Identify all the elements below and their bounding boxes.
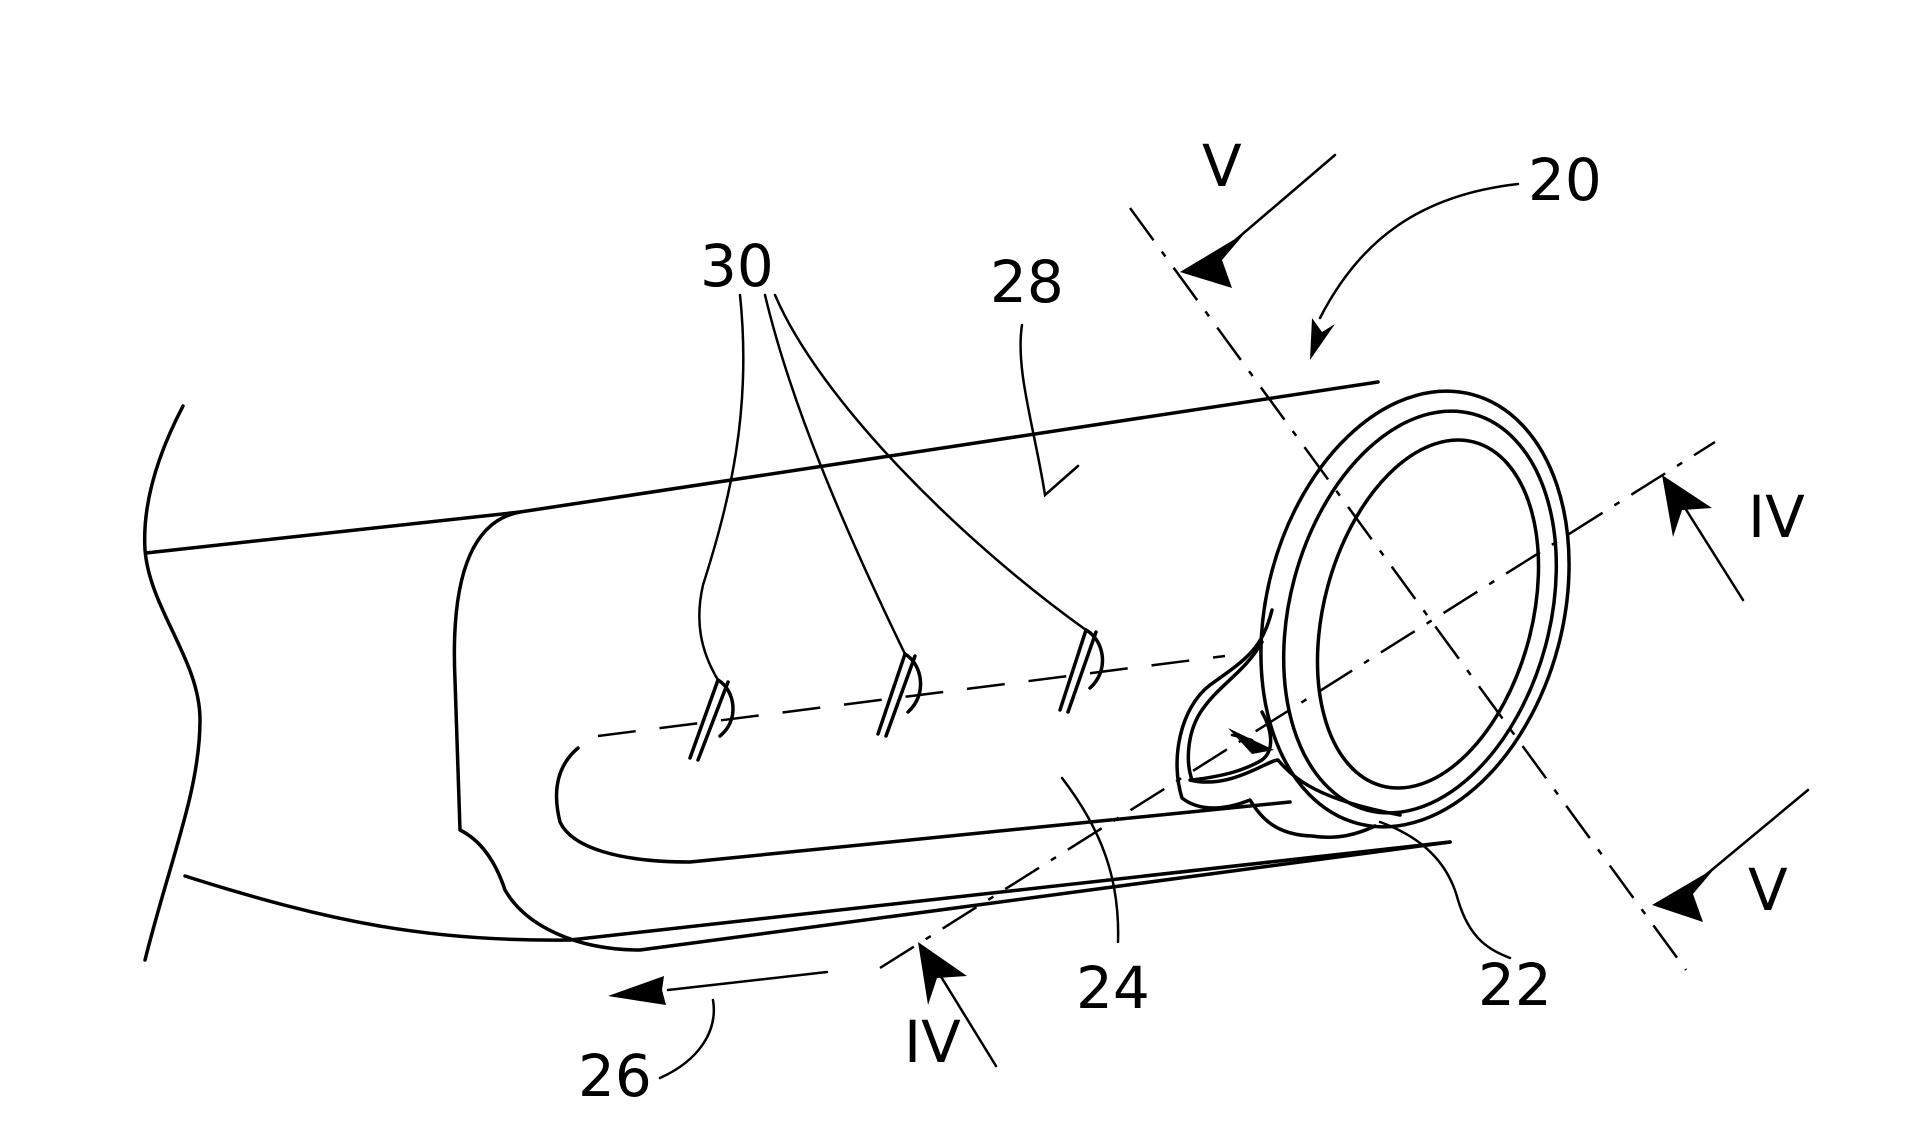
outlet-arrow — [1228, 728, 1274, 754]
ref-label-30: 30 — [700, 232, 774, 300]
section-label-iv-bottom: IV — [904, 1008, 961, 1076]
flow-arrow — [608, 972, 827, 1005]
trough-outline — [454, 512, 1450, 950]
leader-30-a — [699, 295, 743, 680]
ref-label-20: 20 — [1528, 146, 1602, 214]
leader-28 — [1021, 325, 1078, 495]
section-label-v-top: V — [1202, 132, 1242, 200]
slit-3 — [1060, 630, 1102, 712]
body-outline-top — [146, 382, 1378, 553]
section-line-v — [1130, 208, 1686, 970]
section-line-iv — [880, 442, 1715, 968]
leader-24 — [1062, 778, 1118, 942]
ref-label-28: 28 — [990, 248, 1064, 316]
inner-channel-outline — [557, 748, 1290, 862]
ref-label-26: 26 — [578, 1042, 652, 1110]
leader-20 — [1320, 184, 1518, 318]
section-label-v-bottom: V — [1748, 856, 1788, 924]
leader-20-arrowhead — [1310, 318, 1335, 360]
outlet-boss-inner — [1188, 642, 1270, 780]
ref-label-24: 24 — [1076, 954, 1150, 1022]
leader-30-b — [765, 295, 905, 654]
ref-label-22: 22 — [1478, 951, 1552, 1019]
leader-26 — [660, 1000, 714, 1078]
section-label-iv-right: IV — [1748, 483, 1805, 551]
arrow-iv-right — [1662, 475, 1743, 600]
